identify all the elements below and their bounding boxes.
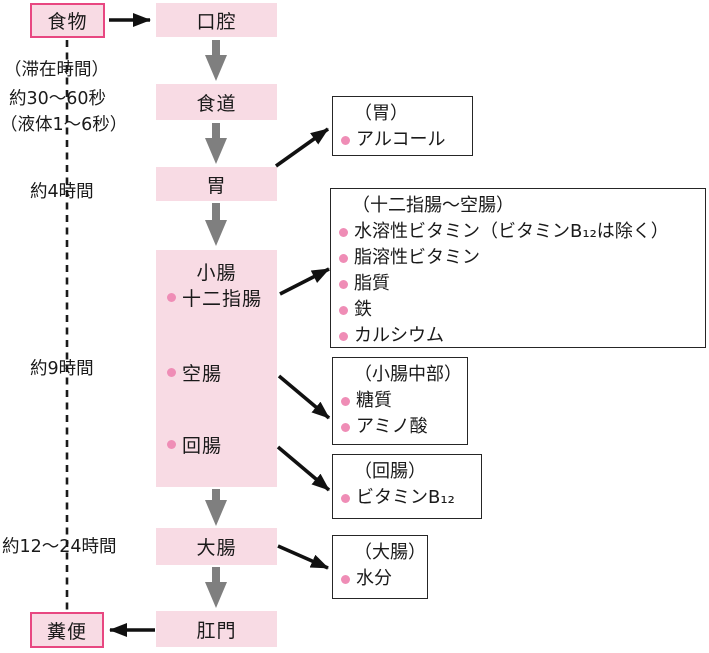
note-mid-site: （小腸中部） [354,364,462,385]
large-intestine-label: 大腸 [196,537,237,559]
bullet-icon [167,440,176,449]
note-item-label: 脂溶性ビタミン [354,247,480,268]
arrow-colon-to-note-icon [277,544,329,570]
down-arrow-smallintestine-largeintestine-icon [205,489,227,526]
bullet-icon [339,279,348,289]
note-item-label: 脂質 [354,273,390,294]
note-colon-site: （大腸） [354,542,426,563]
note-item: 脂質 [339,271,699,297]
small-intestine-part-duodenum: 十二指腸 [167,284,262,311]
bullet-icon [341,396,350,406]
transit-time-mouth: 約30〜60秒 [9,89,107,109]
note-item-label: アミノ酸 [356,416,428,437]
bullet-icon [167,368,176,377]
transit-time-mouth-liquid: （液体1〜6秒） [0,115,128,135]
small-intestine-box: 小腸 十二指腸 空腸 回腸 [156,250,277,487]
transit-time-stomach: 約4時間 [30,182,94,202]
small-intestine-part-jejunum: 空腸 [167,359,222,386]
mouth-box: 口腔 [156,3,277,37]
note-item-label: カルシウム [354,325,444,346]
note-item-label: 水分 [356,568,392,589]
down-arrow-mouth-esophagus-icon [205,40,227,81]
bullet-icon [339,253,348,263]
stomach-box: 胃 [156,167,277,201]
note-item: 水溶性ビタミン（ビタミンB₁₂は除く） [339,219,699,245]
note-item: カルシウム [339,323,699,349]
feces-box: 糞便 [30,612,104,648]
down-arrow-largeintestine-anus-icon [205,567,227,608]
small-intestine-title: 小腸 [196,262,237,284]
note-item: 鉄 [339,297,699,323]
bullet-icon [341,135,350,145]
bullet-icon [341,422,350,432]
stomach-label: 胃 [206,174,227,197]
bullet-icon [339,227,348,237]
down-arrow-stomach-smallintestine-icon [205,203,227,246]
food-box: 食物 [30,3,105,38]
note-item-label: ビタミンB₁₂ [356,487,455,508]
bullet-icon [339,331,348,341]
note-item: ビタミンB₁₂ [341,485,475,511]
note-colon: （大腸） 水分 [332,535,428,599]
note-ileum: （回腸） ビタミンB₁₂ [332,454,482,519]
feces-label: 糞便 [46,620,87,643]
anus-box: 肛門 [156,611,277,647]
note-item: アミノ酸 [341,414,461,440]
transit-time-title: （滞在時間） [4,60,109,80]
transit-time-small-intestine: 約9時間 [30,359,94,379]
mouth-label: 口腔 [196,10,237,33]
note-stomach: （胃） アルコール [332,96,473,156]
arrow-stomach-to-note-icon [274,127,330,168]
esophagus-label: 食道 [196,92,237,115]
arrow-ileum-to-note-icon [276,445,331,492]
jejunum-label: 空腸 [182,363,223,385]
bullet-icon [341,493,350,503]
note-stomach-site: （胃） [354,103,408,124]
down-arrow-esophagus-stomach-icon [205,123,227,164]
small-intestine-part-ileum: 回腸 [167,431,222,458]
note-item: アルコール [341,127,466,153]
large-intestine-box: 大腸 [156,528,277,565]
note-duodenum-site: （十二指腸〜空腸） [352,195,514,216]
note-item-label: 糖質 [356,390,392,411]
food-label: 食物 [47,11,88,33]
esophagus-box: 食道 [156,84,277,120]
note-item-label: 水溶性ビタミン（ビタミンB₁₂は除く） [354,221,669,242]
bullet-icon [167,293,176,302]
arrow-duodenum-to-note-icon [279,267,330,296]
note-item: 水分 [341,566,421,592]
anus-label: 肛門 [196,619,237,642]
bullet-icon [339,305,348,315]
note-ileum-site: （回腸） [354,461,426,482]
note-duodenum-jejunum: （十二指腸〜空腸） 水溶性ビタミン（ビタミンB₁₂は除く） 脂溶性ビタミン 脂質… [330,188,706,348]
transit-time-large-intestine: 約12〜24時間 [2,537,117,557]
note-item: 脂溶性ビタミン [339,245,699,271]
note-item-label: アルコール [356,129,446,150]
ileum-label: 回腸 [182,435,223,457]
arrow-jejunum-to-note-icon [277,374,331,420]
note-mid-small-intestine: （小腸中部） 糖質 アミノ酸 [332,357,468,445]
bullet-icon [341,574,350,584]
note-item-label: 鉄 [354,299,372,320]
note-item: 糖質 [341,388,461,414]
duodenum-label: 十二指腸 [182,288,263,310]
